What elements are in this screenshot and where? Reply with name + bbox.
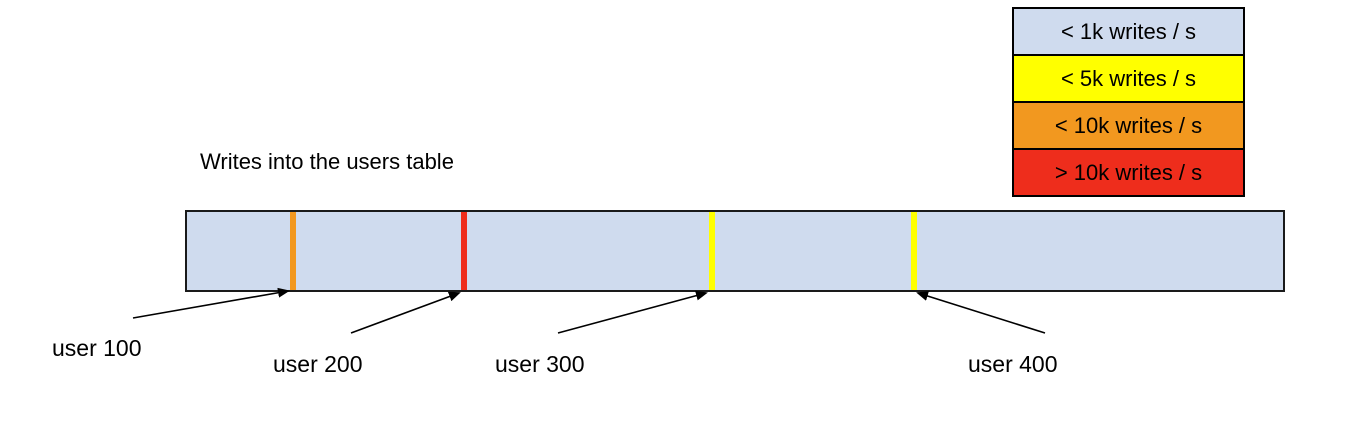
marker-stripe-user-300	[709, 212, 715, 290]
callout-arrow	[557, 290, 708, 334]
legend-item: > 10k writes / s	[1014, 148, 1243, 195]
legend-item: < 10k writes / s	[1014, 101, 1243, 148]
legend-item-label: < 1k writes / s	[1060, 18, 1197, 44]
marker-label: user 400	[968, 351, 1058, 377]
callout-arrow	[132, 287, 290, 319]
marker-stripe-user-400	[911, 212, 917, 290]
marker-label: user 300	[495, 351, 585, 377]
legend: < 1k writes / s < 5k writes / s < 10k writ…	[1012, 7, 1245, 197]
callout-arrow	[916, 291, 1046, 334]
legend-item-label: < 5k writes / s	[1060, 65, 1197, 91]
callout-arrow	[350, 291, 461, 334]
legend-item-label: > 10k writes / s	[1054, 159, 1203, 185]
legend-item-label: < 10k writes / s	[1054, 112, 1203, 138]
marker-stripe-user-100	[290, 212, 296, 290]
diagram-title: Writes into the users table	[200, 149, 454, 174]
legend-item: < 1k writes / s	[1014, 9, 1243, 54]
marker-label: user 100	[52, 335, 142, 361]
users-table-bar	[185, 210, 1285, 292]
marker-label: user 200	[273, 351, 363, 377]
legend-item: < 5k writes / s	[1014, 54, 1243, 101]
marker-stripe-user-200	[461, 212, 467, 290]
